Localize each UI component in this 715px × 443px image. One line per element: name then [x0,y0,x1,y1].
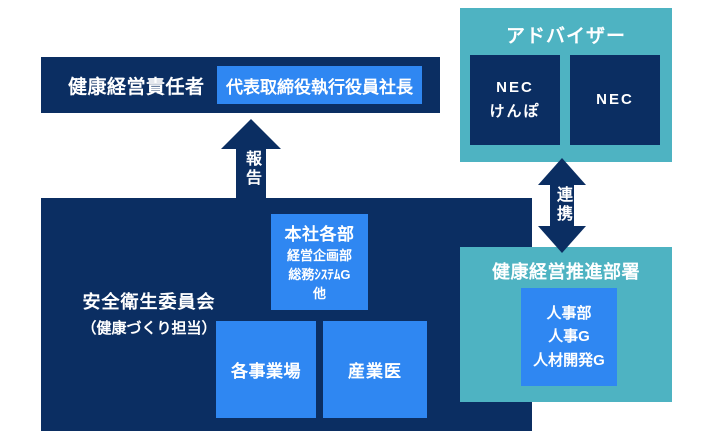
advisor-box: アドバイザー NEC けんぽ NEC [460,8,672,162]
safety-committee-label: 安全衛生委員会 （健康づくり担当） [53,288,245,338]
sites-unit-box: 各事業場 [216,321,316,418]
promotion-department-title: 健康経営推進部署 [492,262,640,282]
advisor-member-nec: NEC [570,55,660,145]
headquarters-unit-box: 本社各部 経営企画部 総務ｼｽﾃﾑG 他 [271,214,368,310]
cooperation-arrow: 連携 [538,158,586,253]
arrow-up-head [538,158,586,185]
headquarters-unit-title: 本社各部 [284,225,355,245]
report-arrow: 報告 [221,119,281,198]
headquarters-unit-detail: 経営企画部 総務ｼｽﾃﾑG 他 [286,248,352,301]
cooperation-arrow-label: 連携 [554,186,571,224]
arrow-stem [550,185,574,226]
health-officer-box: 健康経営責任者 代表取締役執行役員社長 [41,57,440,113]
arrow-down-head [538,226,586,253]
safety-committee-box: 安全衛生委員会 （健康づくり担当） 本社各部 経営企画部 総務ｼｽﾃﾑG 他 各… [41,198,532,431]
safety-committee-title: 安全衛生委員会 [82,292,216,312]
promotion-department-box: 健康経営推進部署 人事部 人事G 人材開発G [460,247,672,402]
promotion-unit-box: 人事部 人事G 人材開発G [521,288,617,386]
health-officer-holder-box: 代表取締役執行役員社長 [217,66,422,104]
advisor-title: アドバイザー [505,26,626,47]
safety-committee-subtitle: （健康づくり担当） [81,320,217,337]
arrow-stem [236,149,266,198]
advisor-member-nec-kenpo: NEC けんぽ [470,55,560,145]
health-officer-label: 健康経営責任者 [68,76,205,98]
report-arrow-label: 報告 [243,150,260,188]
doctor-unit-box: 産業医 [323,321,427,418]
arrow-up-head [221,119,281,149]
